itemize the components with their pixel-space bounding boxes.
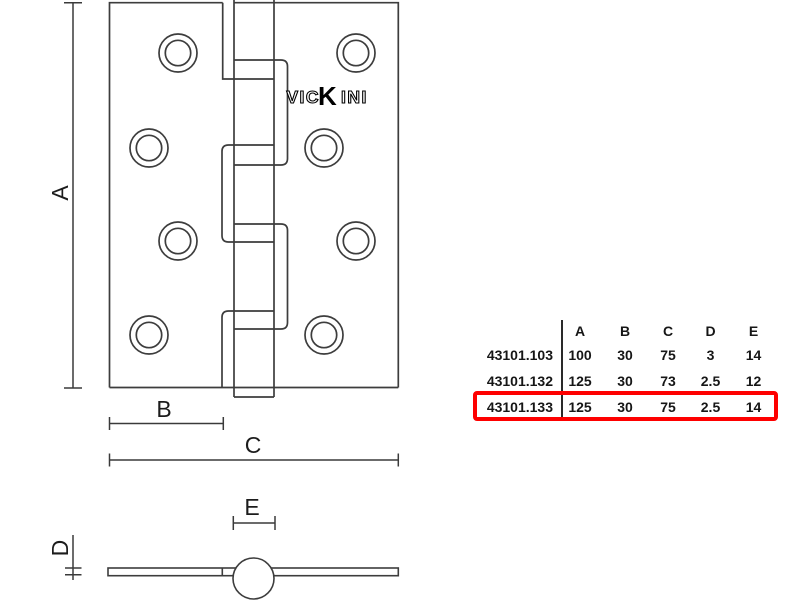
table-column-separator [561,320,563,421]
screw-hole [129,315,169,355]
value-d: 2.5 [700,373,721,389]
table-header-row: A B C D E [476,321,775,341]
vickini-logo: VIC K INI [286,81,368,111]
dim-b [108,417,225,430]
header-col-e: E [748,323,759,339]
hinge-left-leaf [108,1,274,388]
screw-hole [304,315,344,355]
screw-hole [336,33,376,73]
hinge-right-leaf [234,1,400,388]
value-c: 75 [660,399,676,415]
value-b: 30 [617,399,633,415]
value-a: 125 [568,399,592,415]
dim-b-label: B [156,396,171,422]
value-a: 125 [568,373,592,389]
dim-e-label: E [244,494,259,520]
value-b: 30 [617,347,633,363]
screw-hole [158,221,198,261]
header-col-a: A [574,323,586,339]
dim-a [64,1,82,389]
dim-d-label: D [47,540,73,557]
dimension-labels: A B C D E [47,185,261,557]
dim-a-label: A [47,185,73,201]
product-code: 43101.132 [486,373,553,389]
value-c: 75 [660,347,676,363]
value-e: 14 [745,347,762,363]
dim-c [108,453,400,467]
dim-c-label: C [245,432,262,458]
header-col-d: D [705,323,716,339]
dim-d [65,535,82,580]
screw-hole [336,221,376,261]
header-code-cell [476,321,553,341]
screw-hole [304,128,344,168]
dimension-lines [64,1,400,580]
product-code: 43101.133 [486,399,553,415]
value-e: 12 [745,373,762,389]
screw-hole [129,128,169,168]
logo-text-post: INI [341,87,368,107]
header-col-b: B [619,323,631,339]
header-col-c: C [662,323,674,339]
value-a: 100 [568,347,592,363]
table-row: 43101.103 100 30 75 3 14 [476,345,775,365]
logo-text-pre: VIC [286,87,320,107]
value-e: 14 [745,399,762,415]
hinge-end-view [107,557,400,600]
screw-holes [129,33,376,355]
table-row: 43101.132 125 30 73 2.5 12 [476,371,775,391]
highlight-box [473,391,778,421]
value-d: 2.5 [700,399,721,415]
value-b: 30 [617,373,633,389]
logo-k-glyph: K [318,81,337,111]
dim-e [232,516,276,530]
value-c: 73 [660,373,676,389]
hinge-front-view [108,0,400,398]
screw-hole [158,33,198,73]
value-d: 3 [706,347,715,363]
table-row-highlighted: 43101.133 125 30 75 2.5 14 [476,397,775,417]
product-code: 43101.103 [486,347,553,363]
hinge-barrel [233,0,275,398]
barrel-end-circle [232,557,275,600]
